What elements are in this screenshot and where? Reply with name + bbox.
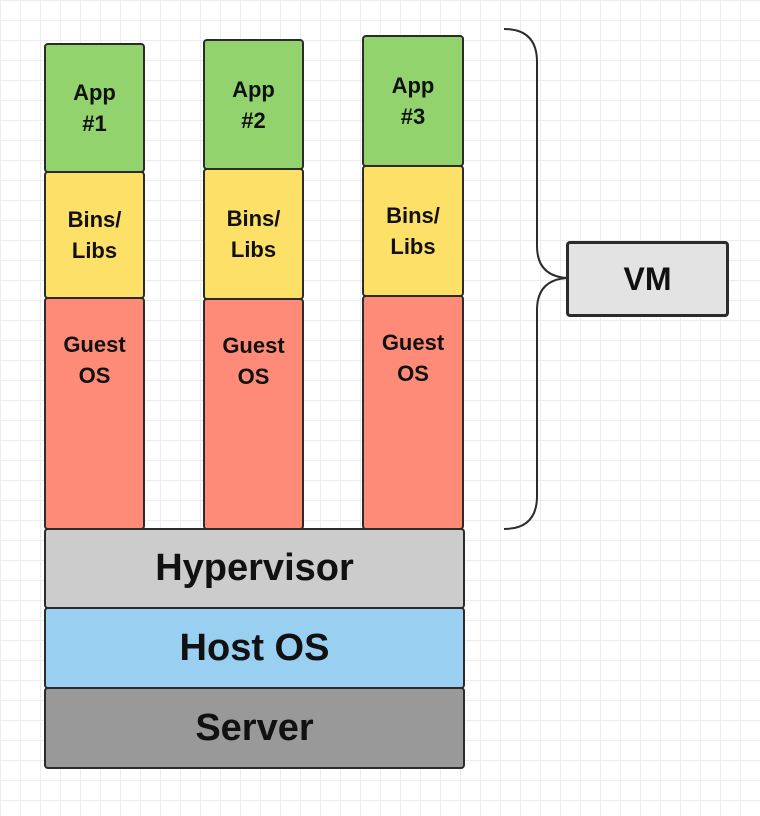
vm-box: VM: [566, 241, 729, 317]
app-1-label: App #1: [73, 80, 116, 136]
app-3-label: App #3: [391, 73, 435, 129]
vm-label: VM: [623, 260, 672, 297]
guest-os-2-label: Guest OS: [222, 333, 285, 389]
bins-libs-1-box: Bins/ Libs: [44, 171, 145, 299]
app-1-box: App #1: [44, 43, 145, 173]
bins-libs-2-box: Bins/ Libs: [203, 168, 304, 300]
guest-os-3-box: Guest OS: [362, 295, 464, 530]
vm-brace-path: [503, 28, 568, 530]
guest-os-1-label: Guest OS: [63, 332, 126, 388]
app-2-label: App #2: [232, 76, 275, 133]
guest-os-3-label: Guest OS: [381, 330, 445, 386]
bins-libs-3-box: Bins/ Libs: [362, 165, 464, 297]
bins-libs-3-label: Bins/ Libs: [386, 203, 440, 259]
hypervisor-layer: Hypervisor: [44, 528, 465, 609]
server-label: Server: [195, 706, 314, 749]
bins-libs-1-label: Bins/ Libs: [67, 207, 122, 263]
hypervisor-label: Hypervisor: [155, 547, 354, 589]
bins-libs-2-label: Bins/ Libs: [226, 206, 281, 262]
host-os-label: Host OS: [179, 626, 330, 669]
server-layer: Server: [44, 687, 465, 769]
app-3-box: App #3: [362, 35, 464, 167]
app-2-box: App #2: [203, 39, 304, 170]
guest-os-2-box: Guest OS: [203, 298, 304, 530]
